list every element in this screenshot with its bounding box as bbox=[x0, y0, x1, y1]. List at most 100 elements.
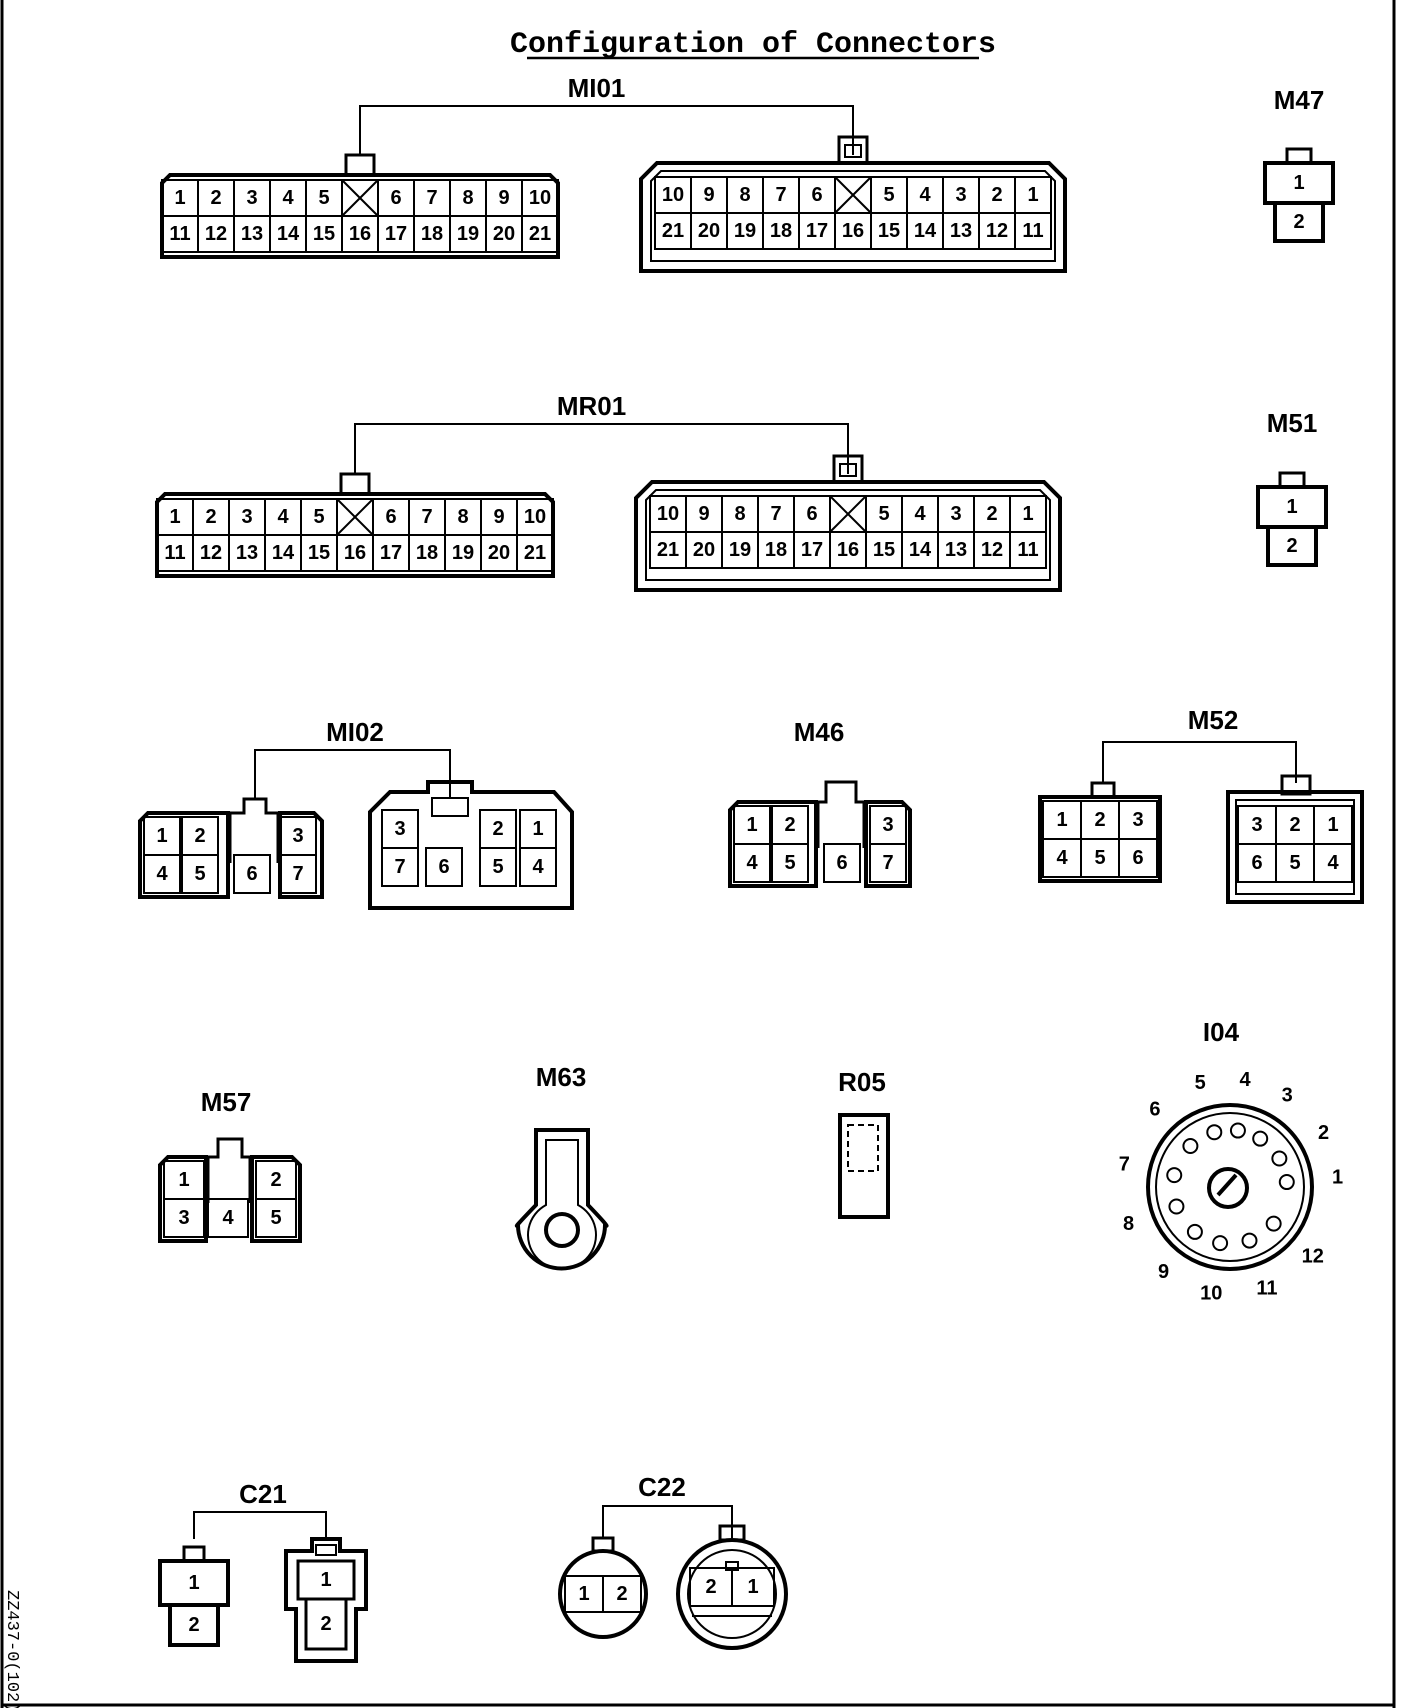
pin-number: 3 bbox=[1132, 809, 1143, 831]
side-code: ZZ437-0(102) bbox=[2, 1590, 21, 1708]
label-mi01: MI01 bbox=[568, 73, 626, 103]
pin-number: 1 bbox=[169, 506, 180, 528]
pin-number: 21 bbox=[657, 539, 679, 561]
pin-cavity bbox=[516, 534, 554, 572]
pair-bracket bbox=[354, 423, 849, 474]
pin-number: 1 bbox=[747, 1576, 758, 1598]
pin-number: 10 bbox=[529, 187, 551, 209]
pin-number: 5 bbox=[878, 503, 889, 525]
pin-number: 4 bbox=[532, 856, 544, 878]
pin-cavity bbox=[233, 854, 271, 894]
pin-cavity bbox=[869, 843, 907, 883]
label-mr01: MR01 bbox=[557, 391, 626, 421]
pin-number: 7 bbox=[1119, 1154, 1130, 1176]
pin-number: 21 bbox=[524, 542, 546, 564]
center-latch bbox=[206, 1137, 252, 1203]
pin-number: 10 bbox=[524, 506, 546, 528]
lock-tab bbox=[1090, 781, 1116, 799]
pin-number: 6 bbox=[385, 506, 396, 528]
pin-number: 10 bbox=[1200, 1282, 1222, 1304]
pin-number: 19 bbox=[457, 223, 479, 245]
pin-number: 15 bbox=[308, 542, 330, 564]
connector-housing-right bbox=[639, 161, 1067, 273]
pin-number: 3 bbox=[178, 1207, 189, 1229]
pin-number: 4 bbox=[282, 187, 294, 209]
pin-number: 4 bbox=[277, 506, 289, 528]
connector-housing-right bbox=[1226, 790, 1364, 904]
ring-terminal-inner bbox=[527, 1139, 597, 1270]
pin-number: 3 bbox=[394, 818, 405, 840]
pin-number: 1 bbox=[178, 1169, 189, 1191]
pin-number: 1 bbox=[188, 1572, 199, 1594]
pin-number: 11 bbox=[169, 223, 190, 245]
pin-number: 4 bbox=[919, 184, 931, 206]
pin-cavity bbox=[1273, 201, 1325, 243]
pin-number: 19 bbox=[734, 220, 756, 242]
connector-inner-outline bbox=[645, 489, 1051, 581]
pin-number: 1 bbox=[320, 1569, 331, 1591]
pin-number: 7 bbox=[426, 187, 437, 209]
round-housing-right-inner bbox=[687, 1549, 777, 1639]
connector-r05: R05 bbox=[838, 1067, 890, 1219]
connector-housing bbox=[864, 800, 912, 888]
pin-number: 14 bbox=[272, 542, 295, 564]
pin-number: 20 bbox=[488, 542, 510, 564]
pin-number: 5 bbox=[492, 856, 503, 878]
pin-socket bbox=[1186, 1223, 1203, 1240]
pin-cavity bbox=[771, 843, 809, 883]
pin-cavity bbox=[1118, 838, 1158, 878]
pin-number: 5 bbox=[313, 506, 324, 528]
lock-tab bbox=[344, 153, 376, 177]
pin-cavity bbox=[733, 843, 771, 883]
pin-number: 12 bbox=[1302, 1245, 1324, 1267]
label-m51: M51 bbox=[1267, 408, 1318, 438]
pin-cavity bbox=[1009, 531, 1047, 569]
pin-number: 7 bbox=[775, 184, 786, 206]
pair-bracket bbox=[602, 1505, 733, 1538]
pin-number: 21 bbox=[662, 220, 684, 242]
pin-number: 5 bbox=[194, 863, 205, 885]
pin-number: 3 bbox=[1251, 814, 1262, 836]
pin-number: 5 bbox=[1094, 847, 1105, 869]
pin-number: 11 bbox=[1256, 1277, 1277, 1299]
pin-number: 18 bbox=[765, 539, 787, 561]
pin-number: 11 bbox=[1017, 539, 1038, 561]
pin-number: 14 bbox=[277, 223, 300, 245]
label-mi02: MI02 bbox=[326, 717, 384, 747]
pin-number: 4 bbox=[1056, 847, 1068, 869]
blocked-cavity-mark bbox=[829, 495, 867, 533]
pin-number: 2 bbox=[188, 1614, 199, 1636]
pin-number: 1 bbox=[1027, 184, 1038, 206]
lock-tab bbox=[1285, 147, 1313, 165]
pin-number: 2 bbox=[194, 825, 205, 847]
pin-number: 15 bbox=[878, 220, 900, 242]
pin-number: 20 bbox=[693, 539, 715, 561]
pin-number: 3 bbox=[246, 187, 257, 209]
pin-number: 10 bbox=[657, 503, 679, 525]
pin-number: 2 bbox=[784, 814, 795, 836]
pin-cavity bbox=[143, 854, 181, 894]
pin-number: 2 bbox=[1286, 535, 1297, 557]
pin-number: 7 bbox=[421, 506, 432, 528]
pin-number: 6 bbox=[811, 184, 822, 206]
pin-number: 5 bbox=[1195, 1072, 1206, 1094]
label-m52: M52 bbox=[1188, 705, 1239, 735]
pin-number: 16 bbox=[344, 542, 366, 564]
pin-number: 2 bbox=[616, 1583, 627, 1605]
pin-number: 1 bbox=[532, 818, 543, 840]
pin-number: 20 bbox=[493, 223, 515, 245]
pin-number: 5 bbox=[270, 1207, 281, 1229]
pin-socket bbox=[1252, 1130, 1269, 1147]
pin-number: 12 bbox=[981, 539, 1003, 561]
pin-number: 5 bbox=[1289, 852, 1300, 874]
pin-number: 4 bbox=[914, 503, 926, 525]
pin-number: 11 bbox=[164, 542, 185, 564]
pin-number: 6 bbox=[1132, 847, 1143, 869]
pin-cavity bbox=[304, 1597, 348, 1651]
pin-number: 4 bbox=[746, 852, 758, 874]
pair-bracket bbox=[193, 1511, 327, 1539]
